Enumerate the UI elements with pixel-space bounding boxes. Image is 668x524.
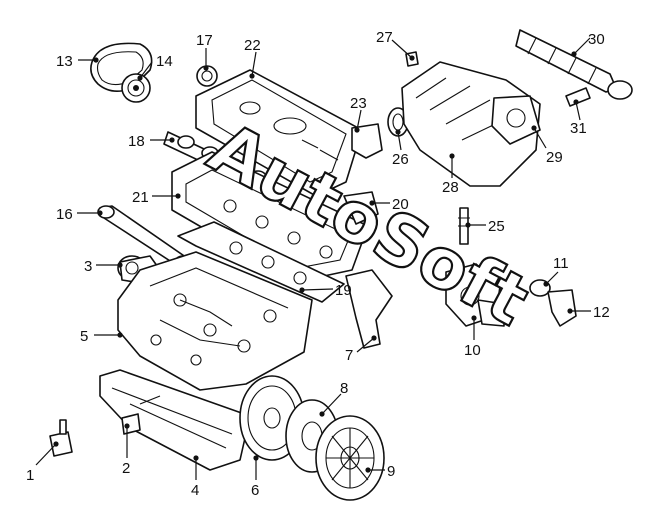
intake-manifold: [401, 61, 541, 187]
hose-connector: [547, 289, 577, 327]
callout-3: 3: [84, 258, 92, 275]
oil-pan: [99, 369, 251, 471]
cylinder-head-cover: [195, 69, 363, 197]
callout-29: 29: [546, 149, 563, 166]
callout-25: 25: [488, 218, 505, 235]
fuel-pressure-sensor: [565, 87, 591, 107]
callout-labels: 1 2 3 4 5 6 7 8 9 10 11 12 13 14 16 17 1…: [26, 29, 610, 499]
head-gasket: [177, 221, 345, 303]
crankshaft-pulley: [121, 73, 151, 103]
belt-tensioner: [196, 65, 218, 87]
callout-12: 12: [593, 304, 610, 321]
callout-20: 20: [392, 196, 409, 213]
callout-8: 8: [340, 380, 348, 397]
callout-7: 7: [345, 347, 353, 364]
callout-31: 31: [570, 120, 587, 137]
callout-6: 6: [251, 482, 259, 499]
callout-27: 27: [376, 29, 393, 46]
callout-23: 23: [350, 95, 367, 112]
callout-5: 5: [80, 328, 88, 345]
callout-19: 19: [335, 282, 352, 299]
callout-18: 18: [128, 133, 145, 150]
engine-block: [117, 251, 313, 391]
callout-21: 21: [132, 189, 149, 206]
callout-14: 14: [156, 53, 173, 70]
callout-2: 2: [122, 460, 130, 477]
cover-bracket: [351, 123, 383, 159]
callout-4: 4: [191, 482, 199, 499]
callout-16: 16: [56, 206, 73, 223]
thermostat-housing: [445, 263, 505, 327]
callout-13: 13: [56, 53, 73, 70]
exhaust-outlet: [343, 191, 379, 225]
callout-22: 22: [244, 37, 261, 54]
callout-17: 17: [196, 32, 213, 49]
coolant-elbow: [345, 269, 393, 349]
cylinder-head: [171, 151, 369, 283]
callout-11: 11: [553, 255, 569, 272]
clutch-pressure-plate: [315, 415, 385, 501]
leader-lines: [35, 37, 591, 480]
oil-level-sensor: [49, 419, 73, 457]
callout-1: 1: [26, 467, 34, 484]
callout-9: 9: [387, 463, 395, 480]
fuel-rail: [515, 29, 633, 100]
callout-30: 30: [588, 31, 605, 48]
callout-10: 10: [464, 342, 481, 359]
leader-dots: [53, 51, 579, 473]
callout-26: 26: [392, 151, 409, 168]
throttle-body: [491, 95, 541, 145]
callout-28: 28: [442, 179, 459, 196]
